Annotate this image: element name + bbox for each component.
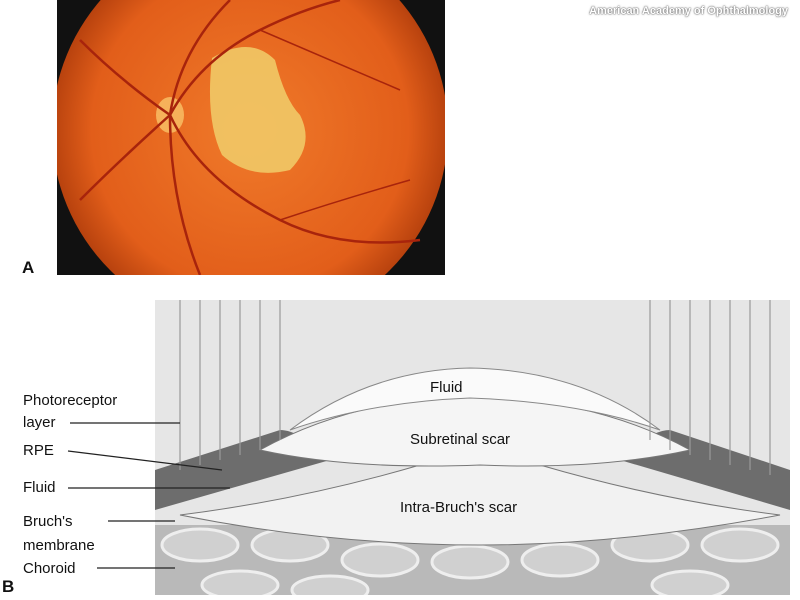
leader-lines (67, 422, 230, 569)
fluid-dome (289, 367, 661, 431)
label-bruchs: Bruch's (23, 513, 73, 530)
retinal-vessels (79, 0, 421, 275)
label-fluid-inner: Fluid (430, 379, 463, 396)
label-photoreceptor: Photoreceptor (23, 392, 118, 409)
intra-bruch-scar (179, 459, 781, 546)
label-membrane: membrane (23, 537, 95, 554)
label-intra-bruch-scar: Intra-Bruch's scar (400, 499, 517, 516)
fundus-photo (57, 0, 445, 275)
retina-cross-section: Fluid Subretinal scar Intra-Bruch's scar (155, 300, 790, 595)
panel-b-letter: B (2, 577, 15, 596)
label-subretinal-scar: Subretinal scar (410, 431, 510, 448)
photoreceptors (179, 300, 771, 475)
label-layer: layer (23, 414, 56, 431)
geographic-lesion (209, 46, 306, 173)
panel-a-letter: A (22, 258, 35, 277)
credit-text: American Academy of Ophthalmology (589, 5, 788, 17)
label-choroid: Choroid (23, 560, 76, 577)
label-rpe: RPE (23, 442, 54, 459)
label-fluid: Fluid (23, 479, 56, 496)
